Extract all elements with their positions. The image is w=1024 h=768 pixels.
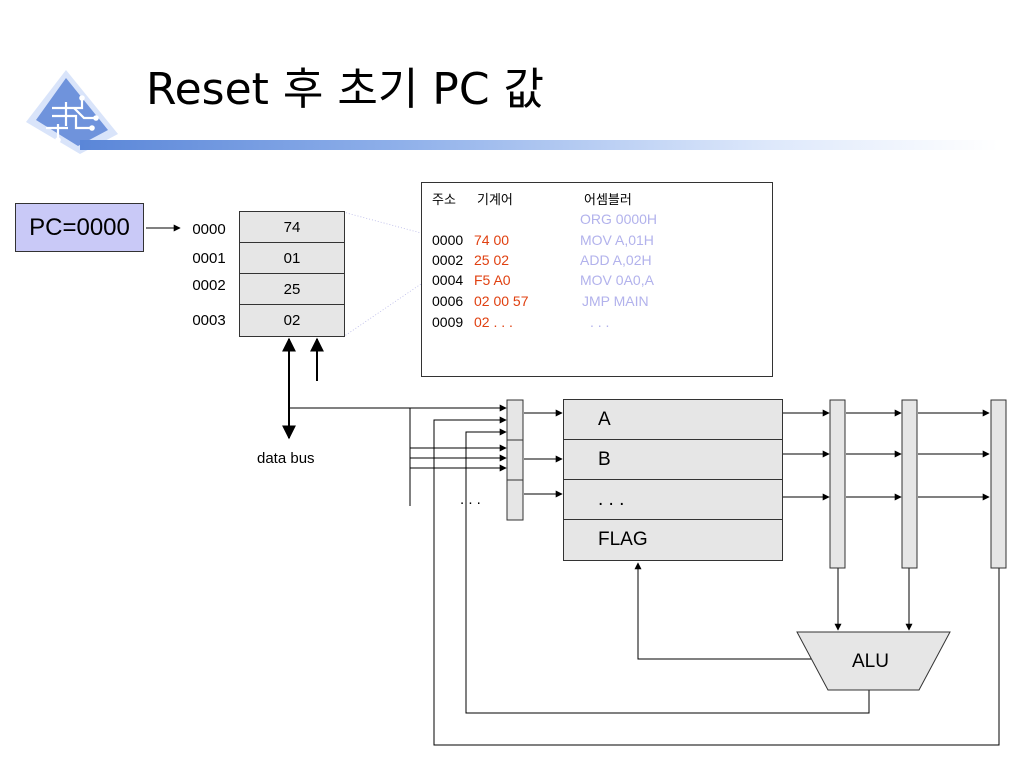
listing-asm: ORG 0000H [580, 211, 658, 227]
alu-label: ALU [852, 651, 889, 672]
bus-bar-3 [990, 399, 1007, 569]
listing-asm: . . . [590, 314, 610, 330]
listing-code: 02 00 57 [474, 293, 529, 309]
inputs-ellipsis-label: . . . [460, 491, 481, 508]
memory-cell: 25 [240, 274, 344, 305]
register-b: B [564, 440, 782, 480]
page-title: Reset 후 초기 PC 값 [146, 64, 545, 115]
memory-address: 0001 [192, 250, 226, 267]
listing-code: 25 02 [474, 252, 510, 268]
listing-addr: 0000 [432, 232, 464, 248]
bus-bar-1 [829, 399, 846, 569]
listing-addr: 0006 [432, 293, 464, 309]
listing-addr: 0009 [432, 314, 464, 330]
bus-bar-2 [901, 399, 918, 569]
listing-code: 02 . . . [474, 314, 513, 330]
register-file: A B . . . FLAG [563, 399, 783, 561]
memory-address: 0003 [192, 312, 226, 329]
register-flag: FLAG [598, 529, 648, 550]
register-a: A [564, 400, 782, 440]
left-input-bus [506, 399, 524, 521]
register-ellipsis: . . . [564, 480, 782, 520]
listing-code: 74 00 [474, 232, 510, 248]
listing-asm: MOV A,01H [580, 232, 654, 248]
data-bus-label: data bus [257, 450, 315, 467]
circuit-board-logo-icon [22, 68, 122, 160]
program-listing: 주소 기계어 어셈블러 ORG 0000H 0000 74 00 MOV A,0… [421, 182, 773, 377]
listing-code: F5 A0 [474, 272, 511, 288]
listing-asm: MOV 0A0,A [580, 272, 654, 288]
listing-addr: 0002 [432, 252, 464, 268]
alu-shape [796, 631, 951, 691]
memory-cell: 02 [283, 312, 301, 329]
memory-cell: 01 [240, 243, 344, 274]
memory-address: 0000 [192, 221, 226, 238]
listing-asm: JMP MAIN [582, 293, 649, 309]
memory-block: 74 01 25 02 [239, 211, 345, 337]
program-counter-box: PC=0000 [15, 203, 144, 252]
title-underline [80, 140, 998, 150]
memory-cell: 74 [240, 212, 344, 243]
memory-address: 0002 [192, 277, 226, 294]
listing-header-assembler: 어셈블러 [584, 193, 632, 208]
listing-header-address: 주소 [432, 193, 456, 208]
listing-asm: ADD A,02H [580, 252, 652, 268]
listing-addr: 0004 [432, 272, 464, 288]
listing-header-machine-code: 기계어 [477, 193, 513, 208]
